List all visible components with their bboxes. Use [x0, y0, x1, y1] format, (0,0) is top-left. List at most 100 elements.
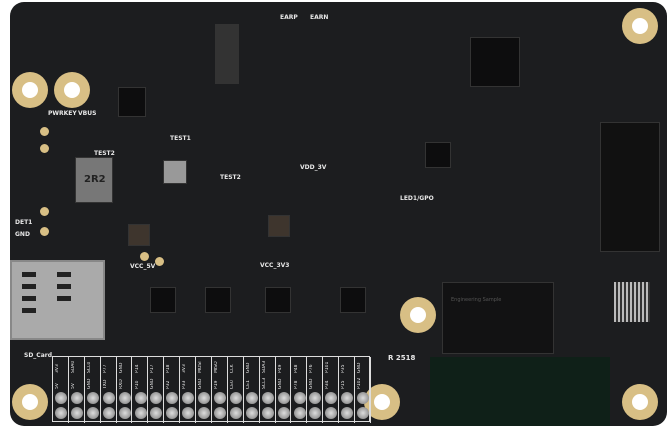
header-pin[interactable] [325, 407, 338, 419]
header-column: SDA3 SCL3 [260, 357, 276, 423]
pin-label: P78 [293, 380, 299, 389]
header-pin[interactable] [70, 392, 83, 404]
pin-label: P33 [182, 380, 188, 389]
pin-label: P32 [166, 380, 172, 389]
header-column: P48 P78 [292, 357, 308, 423]
pin-label: P101 [325, 361, 331, 373]
header-column: GND RXD [117, 357, 133, 423]
header-pin[interactable] [245, 407, 258, 419]
pin-label: GND [309, 378, 315, 389]
pin-label: P34 [325, 380, 331, 389]
header-pin[interactable] [293, 407, 306, 419]
pin-label: CLK [229, 364, 235, 373]
pin-label: P35 [341, 364, 347, 373]
wifi-module: Engineering Sample [442, 282, 554, 354]
header-pin[interactable] [86, 407, 99, 419]
chip [163, 160, 187, 184]
pin-label: 3V3 [55, 364, 60, 373]
pin-label: SCL3 [261, 377, 267, 389]
pad [40, 207, 49, 216]
header-pin[interactable] [309, 407, 322, 419]
header-column: MOSI GND [196, 357, 212, 423]
header-pin[interactable] [341, 392, 354, 404]
header-pin[interactable] [341, 407, 354, 419]
inductor-2r2: 2R2 [75, 157, 113, 203]
det1-label: DET1 [15, 219, 33, 226]
header-pin[interactable] [182, 407, 195, 419]
chip [150, 287, 176, 313]
pin-label: GND [277, 378, 283, 389]
gpio-header[interactable]: 3V3 5V SDA0 5V SCL0 GND P77 TXD GND RXD … [52, 356, 371, 423]
header-pin[interactable] [166, 392, 179, 404]
header-column: P101 P34 [323, 357, 340, 423]
header-pin[interactable] [86, 392, 99, 404]
test2-label: TEST2 [94, 150, 115, 157]
header-pin[interactable] [229, 392, 242, 404]
header-column: GND P102 [355, 357, 371, 423]
pad [155, 257, 164, 266]
pad [40, 227, 49, 236]
pin-label: CE0 [229, 380, 235, 389]
pad [40, 127, 49, 136]
pin-label: SDA3 [261, 360, 267, 373]
pin-label: GND [150, 378, 156, 389]
revision-label: R 2518 [388, 354, 416, 362]
header-pin[interactable] [214, 392, 226, 404]
header-pin[interactable] [229, 407, 242, 419]
mount-hole [622, 384, 658, 420]
header-pin[interactable] [309, 392, 322, 404]
header-column: SDA0 5V [69, 357, 85, 423]
pin-label: P102 [357, 377, 363, 389]
pin-label: MOSI [198, 361, 204, 373]
header-pin[interactable] [357, 392, 370, 404]
header-column: MISO P19 [212, 357, 228, 423]
inductor [268, 215, 290, 237]
header-column: SCL0 GND [85, 357, 101, 423]
header-pin[interactable] [182, 392, 195, 404]
header-pin[interactable] [102, 407, 115, 419]
header-pin[interactable] [198, 407, 211, 419]
header-pin[interactable] [293, 392, 306, 404]
pin-label: CE1 [245, 380, 251, 389]
header-pin[interactable] [55, 407, 67, 419]
header-pin[interactable] [214, 407, 226, 419]
header-pin[interactable] [277, 392, 290, 404]
soc-chip [470, 37, 520, 87]
header-pin[interactable] [357, 407, 370, 419]
header-pin[interactable] [166, 407, 179, 419]
header-pin[interactable] [134, 407, 147, 419]
header-column: GND CE1 [244, 357, 260, 423]
header-pin[interactable] [55, 392, 67, 404]
pad [40, 144, 49, 153]
header-pin[interactable] [277, 407, 290, 419]
header-pin[interactable] [261, 392, 274, 404]
pin-label: P49 [277, 364, 283, 373]
header-pin[interactable] [118, 407, 131, 419]
connector [600, 122, 660, 252]
vcc-5v-label: VCC_5V [130, 263, 156, 270]
sd-card-label: SD_Card [24, 352, 53, 359]
earn-label: EARN [310, 14, 329, 21]
header-pin[interactable] [198, 392, 211, 404]
header-pin[interactable] [70, 407, 83, 419]
pin-label: TXD [102, 379, 108, 389]
header-pin[interactable] [150, 407, 163, 419]
pin-label: 5V [55, 383, 60, 389]
header-column: CLK CE0 [228, 357, 244, 423]
header-pin[interactable] [261, 407, 274, 419]
pwrkey-label: PWRKEY [48, 110, 77, 117]
header-column: P49 GND [276, 357, 292, 423]
pin-label: GND [118, 362, 124, 373]
sd-card-slot[interactable] [10, 260, 105, 340]
header-pin[interactable] [325, 392, 338, 404]
header-pin[interactable] [118, 392, 131, 404]
header-pin[interactable] [102, 392, 115, 404]
pin-label: P15 [341, 380, 347, 389]
header-pin[interactable] [134, 392, 147, 404]
pin-label: P10 [134, 380, 140, 389]
pin-label: P17 [150, 364, 156, 373]
header-column: P17 GND [148, 357, 165, 423]
header-pin[interactable] [245, 392, 258, 404]
header-pin[interactable] [150, 392, 163, 404]
mount-hole [400, 297, 436, 333]
